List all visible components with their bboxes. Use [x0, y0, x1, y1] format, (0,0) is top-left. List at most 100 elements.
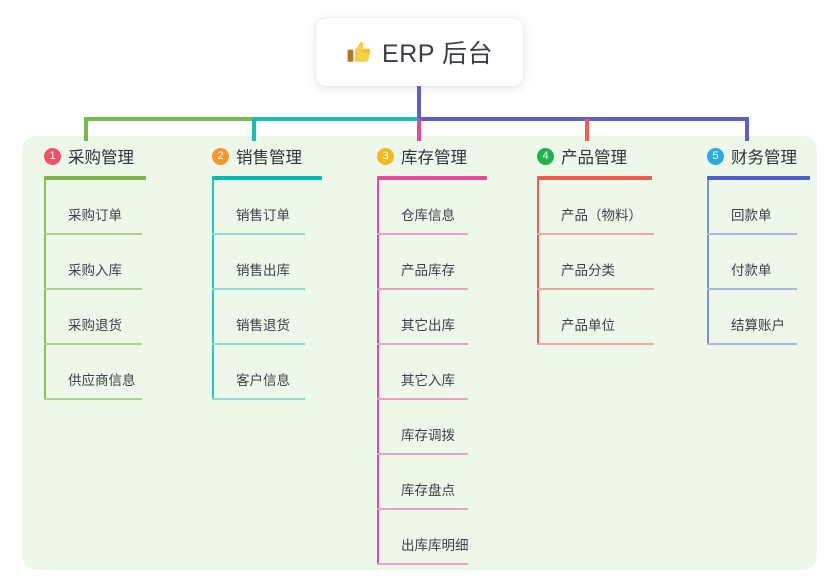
column-trunk-connector — [44, 180, 46, 400]
leaf-item-label: 采购入库 — [68, 263, 122, 278]
leaf-item[interactable]: 产品分类 — [537, 235, 654, 290]
column-items: 仓库信息产品库存其它出库其它入库库存调拨库存盘点出库库明细 — [377, 180, 487, 565]
leaf-item-underline — [537, 343, 654, 345]
drop-connector-3 — [417, 119, 421, 141]
leaf-item-underline — [212, 398, 305, 400]
leaf-item-label: 产品（物料） — [561, 208, 642, 223]
leaf-item-label: 库存盘点 — [401, 483, 455, 498]
leaf-item-underline — [44, 343, 142, 345]
leaf-item-underline — [377, 233, 468, 235]
column-items: 产品（物料） 产品分类产品单位 — [537, 180, 654, 345]
column-trunk-connector — [377, 180, 379, 565]
column-header-2[interactable]: 2 销售管理 — [212, 144, 322, 168]
column-title: 产品管理 — [561, 149, 627, 167]
leaf-item-label: 采购退货 — [68, 318, 122, 333]
leaf-item-underline — [44, 398, 142, 400]
bus-segment-teal — [253, 117, 419, 121]
drop-connector-4 — [585, 119, 589, 141]
leaf-item[interactable]: 库存调拨 — [377, 400, 487, 455]
bus-segment-blue — [418, 117, 749, 121]
leaf-item[interactable]: 客户信息 — [212, 345, 322, 400]
column-underline — [212, 176, 322, 180]
column-items: 采购订单采购入库采购退货供应商信息 — [44, 180, 146, 400]
leaf-item[interactable]: 销售订单 — [212, 180, 322, 235]
leaf-item-underline — [537, 233, 654, 235]
leaf-item[interactable]: 产品单位 — [537, 290, 654, 345]
column-header-5[interactable]: 5 财务管理 — [707, 144, 810, 168]
column-underline — [537, 176, 652, 180]
leaf-item[interactable]: 出库库明细 — [377, 510, 487, 565]
column-title: 财务管理 — [731, 149, 797, 167]
leaf-item-underline — [377, 508, 468, 510]
column-underline — [707, 176, 810, 180]
leaf-item[interactable]: 采购入库 — [44, 235, 146, 290]
column-header-4[interactable]: 4 产品管理 — [537, 144, 652, 168]
drop-connector-5 — [745, 119, 749, 141]
leaf-item-label: 产品库存 — [401, 263, 455, 278]
column-badge-icon: 4 — [537, 147, 554, 165]
drop-connector-1 — [84, 119, 88, 141]
column-trunk-connector — [212, 180, 214, 400]
leaf-item[interactable]: 其它入库 — [377, 345, 487, 400]
column-badge-icon: 2 — [212, 147, 229, 165]
leaf-item-underline — [377, 398, 468, 400]
leaf-item-label: 库存调拨 — [401, 428, 455, 443]
leaf-item-underline — [44, 288, 142, 290]
leaf-item-underline — [377, 288, 468, 290]
leaf-item[interactable]: 采购退货 — [44, 290, 146, 345]
column-badge-icon: 5 — [707, 147, 724, 165]
leaf-item-label: 付款单 — [731, 263, 772, 278]
leaf-item-underline — [707, 233, 797, 235]
leaf-item-underline — [707, 288, 797, 290]
leaf-item-underline — [377, 453, 468, 455]
column-title: 销售管理 — [236, 149, 302, 167]
leaf-item[interactable]: 产品库存 — [377, 235, 487, 290]
leaf-item-underline — [44, 233, 142, 235]
leaf-item-label: 其它出库 — [401, 318, 455, 333]
column-2: 2 销售管理销售订单销售出库销售退货客户信息 — [212, 144, 322, 400]
column-trunk-connector — [707, 180, 709, 345]
leaf-item-label: 客户信息 — [236, 373, 290, 388]
leaf-item-label: 产品分类 — [561, 263, 615, 278]
thumbs-up-icon — [346, 39, 372, 65]
column-3: 3 库存管理仓库信息产品库存其它出库其它入库库存调拨库存盘点出库库明细 — [377, 144, 487, 565]
leaf-item[interactable]: 销售出库 — [212, 235, 322, 290]
leaf-item-label: 出库库明细 — [401, 538, 469, 553]
leaf-item-underline — [212, 343, 305, 345]
leaf-item[interactable]: 供应商信息 — [44, 345, 146, 400]
column-badge-icon: 3 — [377, 147, 394, 165]
leaf-item[interactable]: 销售退货 — [212, 290, 322, 345]
leaf-item-underline — [212, 288, 305, 290]
leaf-item[interactable]: 付款单 — [707, 235, 810, 290]
column-title: 采购管理 — [68, 149, 134, 167]
leaf-item[interactable]: 采购订单 — [44, 180, 146, 235]
leaf-item[interactable]: 库存盘点 — [377, 455, 487, 510]
column-title: 库存管理 — [401, 149, 467, 167]
leaf-item-label: 供应商信息 — [68, 373, 136, 388]
leaf-item-label: 销售退货 — [236, 318, 290, 333]
column-items: 回款单付款单结算账户 — [707, 180, 810, 345]
root-stem-connector — [417, 86, 421, 121]
leaf-item-label: 产品单位 — [561, 318, 615, 333]
leaf-item-label: 销售出库 — [236, 263, 290, 278]
root-title: ERP 后台 — [382, 40, 493, 68]
leaf-item[interactable]: 产品（物料） — [537, 180, 654, 235]
leaf-item-label: 回款单 — [731, 208, 772, 223]
leaf-item-underline — [377, 343, 468, 345]
leaf-item-label: 其它入库 — [401, 373, 455, 388]
diagram-panel — [22, 136, 817, 570]
leaf-item[interactable]: 其它出库 — [377, 290, 487, 345]
leaf-item-label: 结算账户 — [731, 318, 785, 333]
column-4: 4 产品管理产品（物料） 产品分类产品单位 — [537, 144, 654, 345]
leaf-item[interactable]: 仓库信息 — [377, 180, 487, 235]
leaf-item[interactable]: 结算账户 — [707, 290, 810, 345]
column-header-3[interactable]: 3 库存管理 — [377, 144, 487, 168]
root-node[interactable]: ERP 后台 — [316, 18, 523, 86]
leaf-item-underline — [377, 563, 468, 565]
leaf-item-underline — [212, 233, 305, 235]
leaf-item[interactable]: 回款单 — [707, 180, 810, 235]
column-underline — [377, 176, 487, 180]
leaf-item-label: 采购订单 — [68, 208, 122, 223]
